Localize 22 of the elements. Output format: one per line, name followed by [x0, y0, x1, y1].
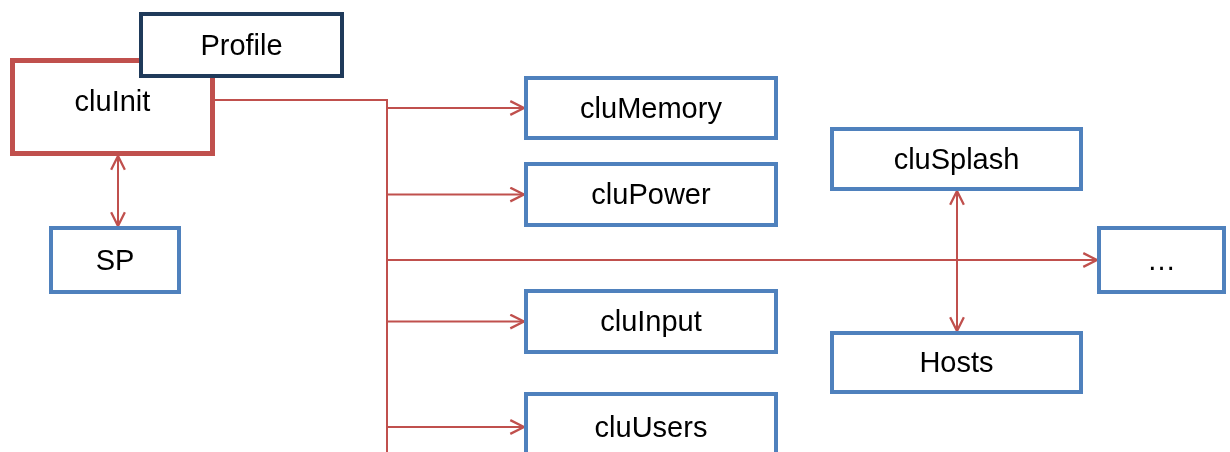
box-label: cluInit — [74, 85, 151, 118]
box-label: cluPower — [591, 178, 711, 211]
arrow — [949, 189, 965, 333]
process-box — [524, 76, 778, 140]
process-box — [49, 226, 181, 294]
process-box — [524, 162, 778, 227]
box-label: cluUsers — [594, 410, 708, 444]
process-box — [830, 331, 1083, 394]
process-box — [524, 289, 778, 354]
profile-box — [139, 12, 344, 78]
box-label: Profile — [200, 28, 283, 62]
box-label: … — [1147, 243, 1176, 277]
box-label: cluInput — [600, 305, 702, 338]
process-box — [524, 392, 778, 452]
box-label: Hosts — [919, 346, 994, 379]
box-label: cluSplash — [893, 142, 1020, 176]
process-box — [830, 127, 1083, 191]
arrow — [110, 154, 126, 228]
box-label: cluMemory — [580, 91, 722, 125]
box-label: SP — [95, 243, 135, 277]
process-box — [10, 58, 215, 156]
process-box — [1097, 226, 1226, 294]
